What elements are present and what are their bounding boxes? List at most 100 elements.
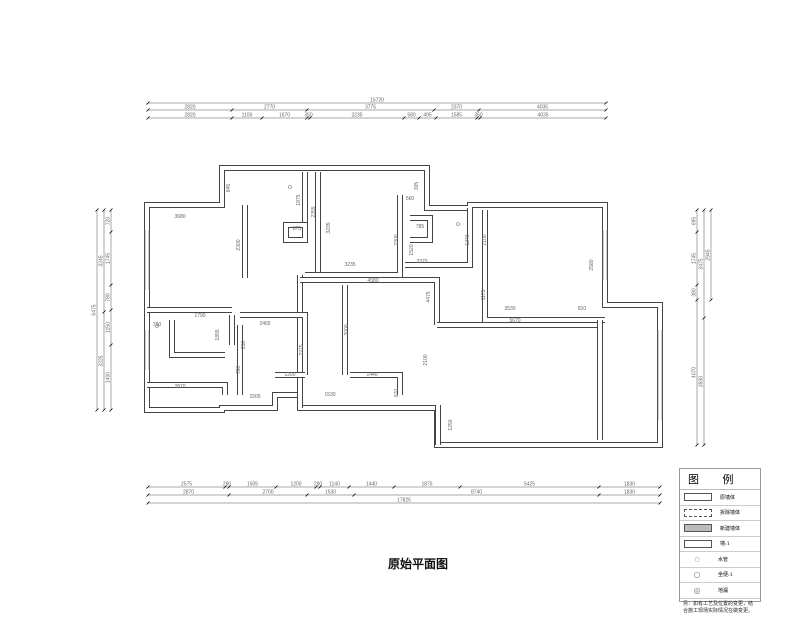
dimension-tick (146, 501, 150, 505)
room-dimension-label: 2465 (259, 321, 270, 327)
bottom-row1-label: 1830 (624, 482, 635, 488)
left-row3-label: 1400 (106, 372, 112, 383)
wall-swatch (684, 539, 712, 548)
room-dimension-label: 2275 (299, 344, 305, 355)
dimension-tick (695, 208, 699, 212)
dimension-tick (230, 116, 234, 120)
bottom-total-label: 17825 (397, 498, 411, 504)
left-row3-label: 1745 (106, 253, 112, 264)
room-dimension-label: 2100 (482, 234, 488, 245)
dimension-tick (260, 116, 264, 120)
dimension-tick (702, 208, 706, 212)
right-row1-label: 380 (692, 288, 698, 297)
room-dimension-label: 1520 (409, 244, 415, 255)
dimension-tick (352, 493, 356, 497)
right-row1-label: 1745 (692, 253, 698, 264)
legend: 图 例 原墙体 拆除墙体 新建墙体 墙:1 ○水管 ○坐便:1 ◎地漏 另：如有… (679, 468, 761, 614)
wall-inner (305, 270, 402, 277)
wall (240, 312, 308, 375)
legend-wall: 墙:1 (680, 537, 760, 552)
bottom-row2-label: 1530 (325, 490, 336, 496)
room-dimension-label: 670 (394, 389, 400, 398)
room-dimension-label: 790 (153, 322, 162, 328)
room-dimension-label: 2580 (589, 259, 595, 270)
dimension-tick (109, 308, 113, 312)
dimension-tick (604, 116, 608, 120)
room-dimension-label: 1530 (324, 392, 335, 398)
legend-heading: 图 例 (680, 469, 760, 490)
dimension-tick (227, 493, 231, 497)
room-dimension-label: 1505 (249, 394, 260, 400)
dimension-tick (95, 408, 99, 412)
dimension-tick (146, 108, 150, 112)
room-dimension-label: 2300 (394, 234, 400, 245)
room-dimension-label: 2000 (344, 324, 350, 335)
dimension-tick (709, 298, 713, 302)
drawing-title: 原始平面图 (388, 557, 449, 571)
top-total-label: 15720 (370, 98, 384, 104)
room-dimension-label: 305 (414, 182, 420, 191)
legend-toilet: ○坐便:1 (680, 568, 760, 583)
left-row2-label: 3245 (99, 255, 105, 266)
dimension-tick (475, 116, 479, 120)
dimension-tick (434, 116, 438, 120)
wall-inner (145, 166, 662, 447)
dimension-tick (477, 108, 481, 112)
room-dimension-label: 3530 (504, 306, 515, 312)
dimension-tick (102, 208, 106, 212)
dimension-tick (95, 208, 99, 212)
legend-note: 另：如有工艺及位置的变更，结合施工现场实际情况在做变更。 (683, 600, 754, 614)
room-dimension-label: 1440 (366, 372, 377, 378)
room-dimension-label: 1875 (296, 194, 302, 205)
room-dimension-label: 810 (578, 306, 587, 312)
bottom-row1-label: 5425 (524, 482, 535, 488)
top-row3-label: 2820 (184, 113, 195, 119)
dimension-tick (146, 485, 150, 489)
left-total-label: 6475 (92, 304, 98, 315)
dimension-tick (109, 283, 113, 287)
dimension-tick (695, 283, 699, 287)
dimension-tick (695, 298, 699, 302)
dimension-tick (604, 108, 608, 112)
dimension-tick (318, 485, 322, 489)
room-dimension-label: 1240 (465, 234, 471, 245)
bottom-row2-label: 8740 (471, 490, 482, 496)
wall-inner (170, 320, 225, 357)
dimension-tick (146, 116, 150, 120)
legend-water-pipe: ○水管 (680, 552, 760, 568)
dimension-tick (604, 101, 608, 105)
room-dimension-label: 2300 (236, 239, 242, 250)
wall-inner (300, 278, 439, 325)
left-row3-label: 720 (106, 217, 112, 226)
dimension-tick (658, 485, 662, 489)
wall-inner (483, 210, 605, 322)
dimension-tick (417, 116, 421, 120)
bottom-row1-label: 1505 (247, 482, 258, 488)
bottom-row1-label: 290 (223, 482, 232, 488)
dimension-tick (314, 485, 318, 489)
water-pipe-icon (155, 324, 159, 328)
dimension-tick (597, 493, 601, 497)
top-row2-label: 2820 (184, 105, 195, 111)
dimension-tick (102, 310, 106, 314)
dimension-tick (305, 116, 309, 120)
room-dimension-label: 560 (406, 196, 415, 202)
toilet-icon: ○ (693, 570, 701, 580)
right-row2-label: 3930 (699, 376, 705, 387)
bottom-row1-label: 1200 (290, 482, 301, 488)
wall-inner (410, 216, 432, 242)
dimension-tick (658, 493, 662, 497)
dimension-tick (146, 493, 150, 497)
dimension-tick (109, 208, 113, 212)
dimension-tick (432, 108, 436, 112)
top-row3-label: 580 (407, 113, 416, 119)
original-wall-swatch (684, 493, 712, 502)
top-row3-label: 495 (423, 113, 432, 119)
dimension-tick (695, 230, 699, 234)
walls (144, 165, 663, 448)
room-dimension-label: 4580 (367, 278, 378, 284)
right-row1-label: 4070 (692, 367, 698, 378)
dimension-tick (230, 108, 234, 112)
dimension-tick (695, 443, 699, 447)
right-row1-label: 695 (692, 217, 698, 226)
